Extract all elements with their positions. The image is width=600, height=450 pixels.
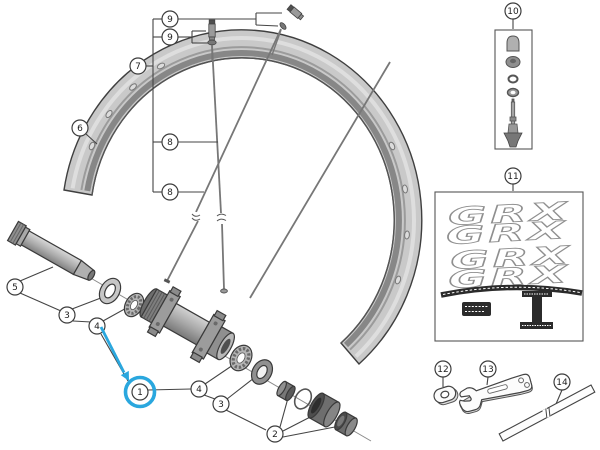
- bearing-right: [229, 344, 253, 372]
- nipple-cap: [208, 19, 216, 25]
- highlight-arrowhead-icon: [120, 370, 129, 381]
- spokes: [166, 28, 391, 299]
- valve-o-ring-small: [507, 74, 519, 84]
- callout-3-left[interactable]: 3: [58, 306, 76, 324]
- o-ring: [293, 388, 313, 410]
- svg-text:4: 4: [94, 322, 100, 332]
- nut-tool: [433, 385, 459, 406]
- callout-6[interactable]: 6: [71, 119, 89, 137]
- nipple-washer: [279, 22, 287, 30]
- svg-text:6: 6: [77, 124, 83, 134]
- lock-nut-cup: [307, 392, 341, 428]
- rim-band: [63, 29, 423, 366]
- spoke-long: [249, 61, 391, 299]
- callout-1[interactable]: 1: [131, 383, 149, 401]
- rim-tape: [498, 384, 596, 442]
- spoke-b-upper: [211, 44, 222, 214]
- svg-text:9: 9: [167, 15, 173, 25]
- callout-5[interactable]: 5: [6, 278, 24, 296]
- seal-ring-left: [98, 277, 122, 305]
- spoke-nipple: [208, 23, 216, 38]
- highlight-circle: [123, 375, 157, 409]
- spoke-b-lower: [221, 223, 225, 290]
- rim-mid-line: [80, 46, 406, 351]
- rim-inner-band: [84, 49, 402, 348]
- seal-ring-right: [250, 359, 274, 385]
- callout-7[interactable]: 7: [129, 57, 147, 75]
- svg-text:5: 5: [12, 283, 18, 293]
- callout-3-right[interactable]: 3: [212, 395, 230, 413]
- callout-10[interactable]: 10: [504, 2, 522, 20]
- grx-logo-decal: GRX: [450, 241, 573, 275]
- thru-axle: [6, 220, 96, 281]
- svg-text:8: 8: [167, 138, 173, 148]
- svg-text:2: 2: [272, 430, 278, 440]
- hub-body: [139, 285, 235, 364]
- spoke-heads: [163, 278, 228, 294]
- svg-text:4: 4: [196, 385, 202, 395]
- callout-14[interactable]: 14: [553, 373, 571, 391]
- wheel-rim: [63, 29, 423, 366]
- callout-4-right[interactable]: 4: [190, 380, 208, 398]
- grx-logo-decal: GRX: [447, 197, 570, 231]
- svg-text:8: 8: [167, 188, 173, 198]
- spoke-holes: [88, 62, 410, 285]
- decal-sheet-box: GRX GRX GRX GRX: [434, 191, 584, 342]
- svg-text:12: 12: [437, 365, 448, 375]
- svg-text:7: 7: [135, 62, 141, 72]
- spoke-break-marks: [191, 212, 227, 223]
- svg-text:14: 14: [556, 378, 568, 388]
- valve-cap: [506, 35, 520, 52]
- end-cap: [334, 411, 358, 437]
- svg-text:3: 3: [64, 311, 70, 321]
- nipple-washer: [207, 39, 217, 46]
- spanner-wrench: [458, 373, 533, 414]
- callout-2[interactable]: 2: [266, 425, 284, 443]
- spec-label-decal: [462, 302, 491, 316]
- callout-markers: 9 9 7 8 8 6 10 11: [6, 2, 571, 443]
- callout-9-second[interactable]: 9: [161, 28, 179, 46]
- svg-text:1: 1: [137, 388, 143, 398]
- callout-12[interactable]: 12: [434, 360, 452, 378]
- svg-text:3: 3: [218, 400, 224, 410]
- svg-text:9: 9: [167, 33, 173, 43]
- grx-logo-decal: GRX: [445, 216, 568, 250]
- callout-13[interactable]: 13: [479, 360, 497, 378]
- valve-parts-box: [494, 29, 533, 150]
- spoke-a-upper: [195, 28, 282, 213]
- svg-text:10: 10: [507, 7, 519, 17]
- rim-inner-edge: [91, 57, 395, 344]
- valve-stem: [503, 98, 523, 148]
- callout-11[interactable]: 11: [504, 167, 522, 185]
- nipple-assembly-top: [271, 4, 305, 56]
- rim-joint-decal: [520, 291, 553, 329]
- highlight-arrow-shaft: [99, 326, 126, 374]
- highlight-annotation: [99, 326, 157, 409]
- rim-outer-highlight: [70, 36, 416, 358]
- spoke-a-lower: [166, 220, 199, 282]
- cone-nut: [276, 380, 296, 402]
- callout-8-lower[interactable]: 8: [161, 183, 179, 201]
- callout-9-top[interactable]: 9: [161, 10, 179, 28]
- svg-text:11: 11: [507, 172, 518, 182]
- nipple-assembly-second: [207, 19, 217, 61]
- callout-8-upper[interactable]: 8: [161, 133, 179, 151]
- svg-text:13: 13: [482, 365, 493, 375]
